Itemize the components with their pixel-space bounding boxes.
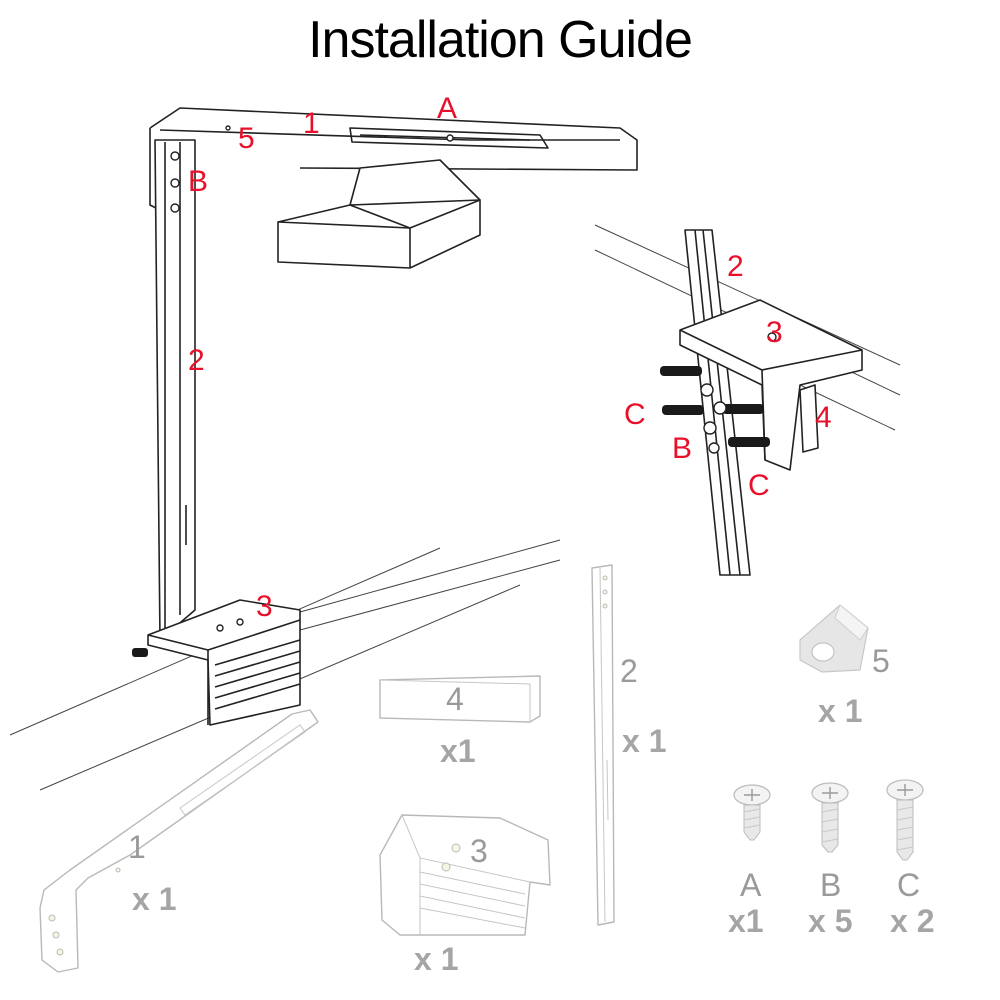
part-clip-number: 5 (872, 643, 890, 679)
clamp-block (132, 599, 301, 726)
callout-screw-b: B (188, 165, 208, 198)
detail-callout-screw-c-upper: C (624, 398, 646, 431)
part-clamp-number: 3 (470, 833, 488, 869)
screw-b-quantity: x 5 (808, 903, 852, 939)
screw-b: B x 5 (808, 782, 852, 939)
screw-a-letter: A (740, 867, 762, 903)
part-arm-quantity: x 1 (132, 881, 176, 917)
vertical-pole (154, 139, 196, 641)
part-clamp-quantity: x 1 (414, 941, 458, 977)
part-clip: 5 x 1 (799, 604, 890, 729)
detail-callout-screw-c-lower: C (748, 469, 770, 502)
callout-screw-a: A (437, 92, 457, 125)
callout-clamp: 3 (256, 590, 273, 623)
page-title: Installation Guide (308, 11, 693, 69)
callout-clip: 5 (238, 122, 255, 155)
screw-b-letter: B (820, 867, 841, 903)
screw-a-quantity: x1 (728, 903, 764, 939)
main-assembly: 1 5 A B 2 3 (9, 92, 638, 791)
detail-callout-clamp: 3 (766, 316, 783, 349)
detail-callout-pad: 4 (815, 401, 832, 434)
part-pole-number: 2 (620, 653, 638, 689)
part-pole: 2 x 1 (591, 564, 666, 926)
part-pad-quantity: x1 (440, 733, 476, 769)
part-clamp: 3 x 1 (379, 814, 551, 977)
callout-pole: 2 (188, 344, 205, 377)
screw-c-letter: C (897, 867, 920, 903)
detail-callout-pole: 2 (727, 250, 744, 283)
screw-c-quantity: x 2 (890, 903, 934, 939)
part-pad-number: 4 (446, 681, 464, 717)
screw-a: A x1 (728, 784, 771, 939)
detail-view: 2 3 C B 4 C (594, 224, 901, 576)
part-arm-number: 1 (128, 829, 146, 865)
callout-arm: 1 (303, 107, 320, 140)
led-light (277, 159, 481, 269)
part-arm: 1 x 1 (39, 709, 319, 973)
screw-c: C x 2 (886, 779, 934, 939)
lamp-arm (149, 107, 638, 211)
part-pad: 4 x1 (379, 675, 541, 769)
detail-callout-screw-b: B (672, 432, 692, 465)
part-pole-quantity: x 1 (622, 723, 666, 759)
part-clip-quantity: x 1 (818, 693, 862, 729)
